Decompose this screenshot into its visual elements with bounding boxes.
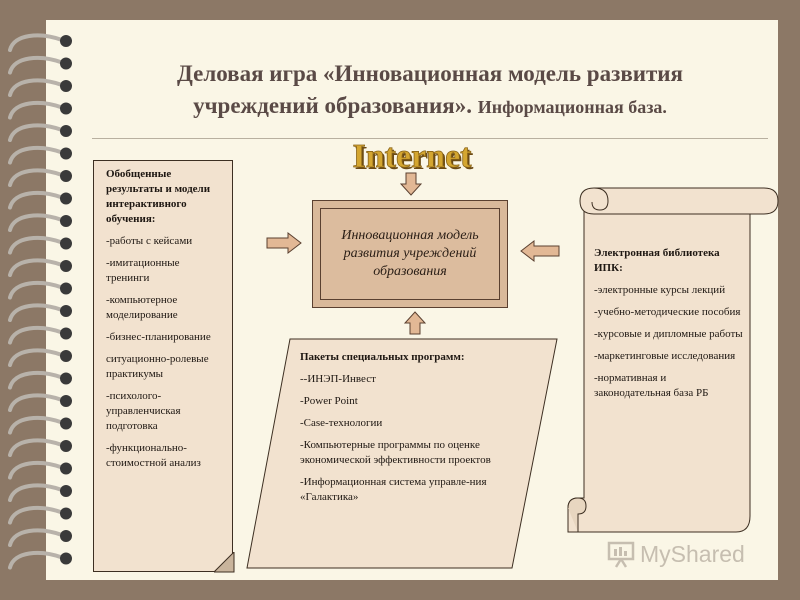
arrow-down-icon [400, 172, 422, 196]
binding-hole [60, 485, 72, 497]
spiral-ring [8, 33, 64, 52]
list-item: -маркетинговые исследования [594, 350, 736, 362]
library-scroll [567, 187, 779, 533]
arrow-up-icon [404, 311, 426, 335]
list-item: -курсовые и дипломные работы [594, 328, 743, 340]
binding-hole [60, 260, 72, 272]
spiral-ring [8, 168, 64, 187]
page-title: Деловая игра «Инновационная модель разви… [90, 58, 770, 123]
list-item: -нормативная и законодательная база РБ [594, 372, 709, 399]
binding-hole [60, 327, 72, 340]
spiral-ring [8, 460, 64, 480]
list-item: -бизнес-планирование [106, 331, 211, 343]
watermark: MyShared [606, 536, 776, 572]
box-fold-corner [214, 552, 235, 573]
programs-heading: Пакеты специальных программ: [300, 351, 465, 363]
binding-hole [60, 125, 72, 137]
spiral-ring [8, 393, 64, 412]
spiral-ring [8, 280, 64, 300]
list-item: -психолого-управленчиская подготовка [106, 390, 181, 432]
spiral-ring [8, 483, 64, 502]
list-item: --ИНЭП-Инвест [300, 373, 376, 385]
spiral-ring [8, 528, 64, 547]
binding-hole [60, 462, 72, 475]
spiral-ring [8, 415, 64, 435]
binding-hole [60, 147, 72, 160]
title-divider [92, 138, 768, 139]
list-item: -Компьютерные программы по оценке эконом… [300, 439, 491, 466]
title-line-2: учреждений образования». [193, 93, 473, 118]
title-subtitle: Информационная база. [477, 97, 667, 117]
binding-hole [60, 372, 72, 385]
list-item: -имитационные тренинги [106, 257, 180, 284]
internet-logo: Internet Internet [352, 138, 475, 175]
central-model-box: Инновационная модель развития учреждений… [312, 200, 508, 308]
library-heading: Электронная библиотека ИПК: [594, 247, 720, 274]
spiral-ring [8, 550, 64, 570]
binding-hole [60, 57, 72, 70]
binding-hole [60, 395, 72, 407]
binding-hole [60, 552, 72, 565]
spiral-ring [8, 145, 64, 165]
spiral-ring [8, 370, 64, 390]
list-item: -электронные курсы лекций [594, 284, 726, 296]
binding-hole [60, 507, 72, 520]
binding-hole [60, 102, 72, 115]
binding-hole [60, 237, 72, 250]
list-item: -Power Point [300, 395, 358, 407]
left-box-heading: Обобщенные результаты и модели интеракти… [106, 168, 211, 225]
spiral-ring [8, 258, 64, 277]
programs-box: Пакеты специальных программ: --ИНЭП-Инве… [300, 350, 526, 512]
spiral-ring [8, 213, 64, 232]
spiral-ring [8, 55, 64, 75]
spiral-ring [8, 100, 64, 120]
central-model-label: Инновационная модель развития учреждений… [320, 208, 500, 300]
binding-hole [60, 35, 72, 47]
internet-label: Internet [353, 138, 473, 175]
spiral-ring [8, 438, 64, 457]
interactive-learning-box: Обобщенные результаты и модели интеракти… [93, 160, 233, 572]
library-box: Электронная библиотека ИПК: -электронные… [594, 246, 744, 408]
binding-hole [60, 530, 72, 542]
title-line-1: Деловая игра «Инновационная модель разви… [177, 61, 683, 86]
spiral-ring [8, 505, 64, 525]
spiral-ring [8, 348, 64, 367]
binding-hole [60, 80, 72, 92]
presentation-icon [607, 541, 635, 568]
binding-hole [60, 192, 72, 205]
spiral-ring [8, 123, 64, 142]
spiral-ring [8, 325, 64, 345]
watermark-text: MyShared [640, 540, 745, 567]
spiral-binding [8, 33, 72, 570]
svg-text:Internet: Internet [355, 140, 475, 175]
binding-hole [60, 282, 72, 295]
binding-hole [60, 305, 72, 317]
programs-parallelogram [246, 338, 558, 569]
spiral-ring [8, 235, 64, 255]
list-item: ситуационно-ролевые практикумы [106, 353, 209, 380]
list-item: -Case-технологии [300, 417, 383, 429]
binding-hole [60, 440, 72, 452]
list-item: -Информационная система управле-ния «Гал… [300, 476, 487, 503]
list-item: -компьютерное моделирование [106, 294, 178, 321]
arrow-left-icon [520, 240, 560, 262]
list-item: -функционально-стоимостной анализ [106, 442, 201, 469]
spiral-ring [8, 190, 64, 210]
binding-hole [60, 215, 72, 227]
binding-hole [60, 417, 72, 430]
spiral-ring [8, 303, 64, 322]
list-item: -учебно-методические пособия [594, 306, 741, 318]
spiral-ring [8, 78, 64, 97]
arrow-right-icon [266, 232, 302, 254]
binding-hole [60, 350, 72, 362]
binding-hole [60, 170, 72, 182]
list-item: -работы с кейсами [106, 235, 193, 247]
